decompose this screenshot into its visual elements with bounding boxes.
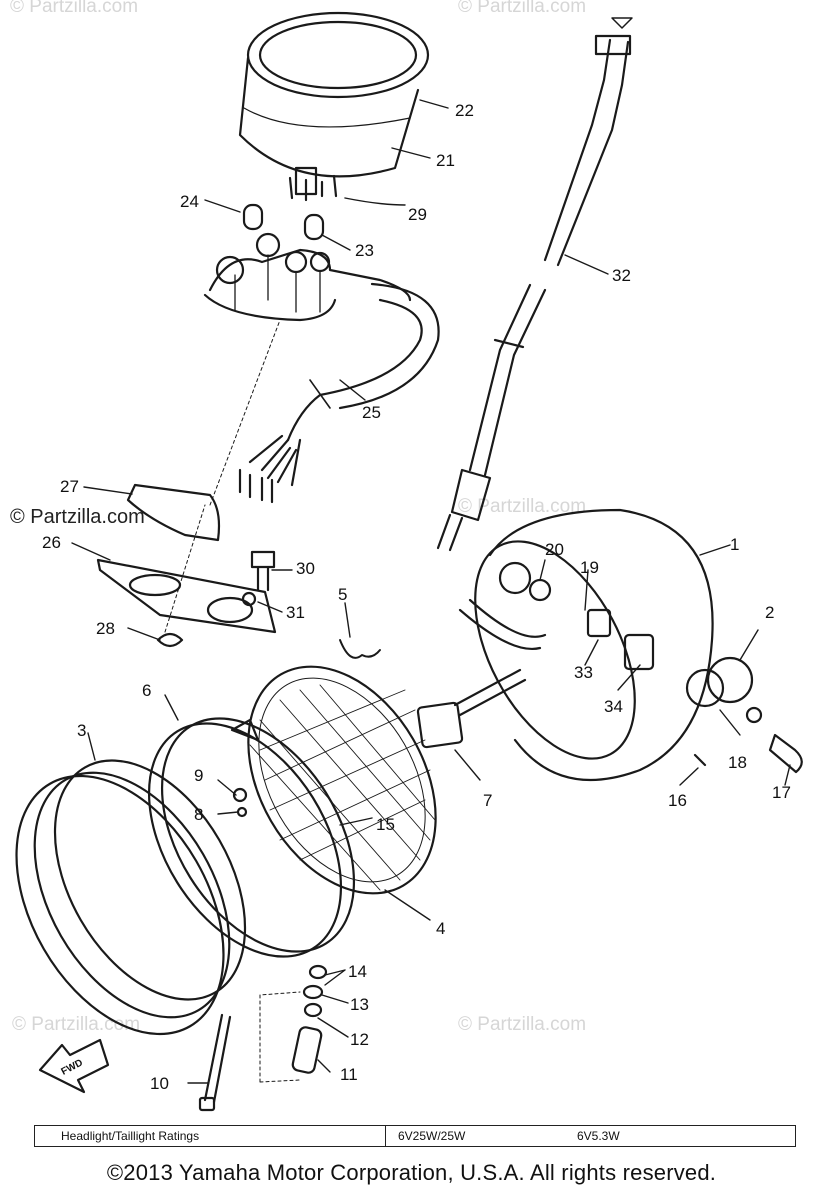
callout-5: 5 <box>338 585 347 604</box>
sealed-beam-drawing <box>247 665 437 895</box>
callout-22: 22 <box>455 101 474 120</box>
speedometer-drawing <box>238 11 430 202</box>
wire-harness-drawing <box>238 282 440 504</box>
callout-24: 24 <box>180 192 199 211</box>
callout-33: 33 <box>574 663 593 682</box>
speedometer-cable-drawing <box>436 17 633 552</box>
callout-32: 32 <box>612 266 631 285</box>
callout-29: 29 <box>408 205 427 224</box>
callout-8: 8 <box>194 805 203 824</box>
callout-34: 34 <box>604 697 623 716</box>
callout-30: 30 <box>296 559 315 578</box>
bracket-drawing <box>96 319 281 648</box>
headlight-housing-drawing <box>474 508 803 782</box>
callout-3: 3 <box>77 721 86 740</box>
copyright-notice: ©2013 Yamaha Motor Corporation, U.S.A. A… <box>106 1160 717 1185</box>
callout-15: 15 <box>376 815 395 834</box>
spring-drawing <box>339 639 381 659</box>
callout-27: 27 <box>60 477 79 496</box>
callout-11: 11 <box>340 1065 358 1084</box>
watermark-bottom-left: © Partzilla.com <box>12 1014 140 1035</box>
callout-4: 4 <box>436 919 445 938</box>
callout-21: 21 <box>436 151 455 170</box>
fwd-arrow-icon <box>38 1038 110 1094</box>
watermark-bottom-right: © Partzilla.com <box>458 1014 586 1035</box>
callout-16: 16 <box>668 791 687 810</box>
watermark-top-left: © Partzilla.com <box>10 0 138 17</box>
callout-31: 31 <box>286 603 305 622</box>
taillight-rating: 6V5.3W <box>577 1129 620 1143</box>
callout-14: 14 <box>348 962 367 981</box>
callout-18: 18 <box>728 753 747 772</box>
callout-9: 9 <box>194 766 203 785</box>
callout-28: 28 <box>96 619 115 638</box>
callout-12: 12 <box>350 1030 369 1049</box>
callout-1: 1 <box>730 535 739 554</box>
watermark-top-right: © Partzilla.com <box>458 0 586 17</box>
fwd-label: FWD <box>60 1057 85 1077</box>
callout-23: 23 <box>355 241 374 260</box>
leader-lines <box>71 99 791 1084</box>
callout-7: 7 <box>483 791 492 810</box>
callout-13: 13 <box>350 995 369 1014</box>
headlight-rating: 6V25W/25W <box>398 1129 466 1143</box>
ratings-divider <box>385 1126 386 1146</box>
callout-19: 19 <box>580 558 599 577</box>
bolt-spacer-drawing <box>198 964 328 1112</box>
callout-25: 25 <box>362 403 381 422</box>
watermark-mid-right: © Partzilla.com <box>458 496 586 517</box>
callout-17: 17 <box>772 783 791 802</box>
bulb-sockets-drawing <box>203 203 412 322</box>
headlight-ring-drawing <box>15 759 247 1036</box>
watermark-mid-left: © Partzilla.com <box>10 506 145 528</box>
callout-6: 6 <box>142 681 151 700</box>
ratings-label: Headlight/Taillight Ratings <box>61 1129 200 1143</box>
callout-20: 20 <box>545 540 564 559</box>
callout-26: 26 <box>42 533 61 552</box>
callout-10: 10 <box>150 1074 169 1093</box>
connector-drawing <box>416 598 547 749</box>
ratings-table: Headlight/Taillight Ratings 6V25W/25W 6V… <box>34 1125 796 1147</box>
rim-drawing <box>147 717 356 958</box>
callout-2: 2 <box>765 603 774 622</box>
